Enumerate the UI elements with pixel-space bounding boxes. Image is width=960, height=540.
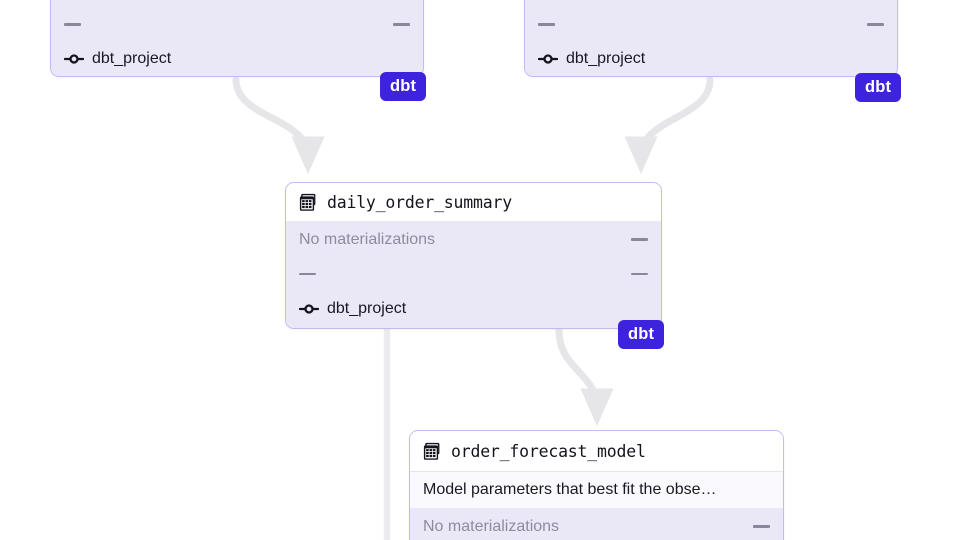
code-location-row[interactable]: dbt_project <box>525 41 897 76</box>
card-body: No materializations <box>286 221 661 328</box>
edge-upstream-left-to-summary <box>232 76 325 175</box>
card-body: dbt_project <box>51 0 423 76</box>
materialization-row <box>525 0 897 8</box>
checks-row <box>525 8 897 41</box>
code-location-label: dbt_project <box>92 49 172 67</box>
card-header: daily_order_summary <box>286 183 661 221</box>
empty-value-dash-icon <box>753 525 770 528</box>
materialization-label: No materializations <box>423 517 560 535</box>
empty-dash-icon <box>299 272 316 276</box>
asset-title: order_forecast_model <box>451 441 646 461</box>
code-location-label: dbt_project <box>566 49 646 67</box>
dbt-badge-upstream-right[interactable]: dbt <box>855 73 902 102</box>
dbt-badge-daily-order-summary[interactable]: dbt <box>618 320 665 349</box>
asset-node-icon <box>299 303 319 315</box>
materialization-row: No materializations <box>286 221 661 258</box>
code-location-row[interactable]: dbt_project <box>51 41 423 76</box>
empty-value-dash-icon <box>631 272 648 276</box>
asset-node-upstream-right[interactable]: dbt_project <box>524 0 898 77</box>
code-location-label: dbt_project <box>327 300 407 317</box>
materialization-row <box>51 0 423 8</box>
table-icon <box>299 193 318 212</box>
materialization-label: No materializations <box>299 230 436 248</box>
materialization-row: No materializations <box>410 508 783 540</box>
empty-value-dash-icon <box>631 238 648 241</box>
edge-upstream-right-to-summary <box>624 76 714 175</box>
card-body: dbt_project <box>525 0 897 76</box>
asset-node-upstream-left[interactable]: dbt_project <box>50 0 424 77</box>
asset-node-icon <box>538 53 558 65</box>
empty-value-dash-icon <box>867 23 884 26</box>
asset-description: Model parameters that best fit the obse… <box>410 471 783 508</box>
empty-value-dash-icon <box>393 23 410 26</box>
table-icon <box>423 442 442 461</box>
empty-dash-icon <box>538 23 555 26</box>
checks-label <box>538 23 555 26</box>
dbt-badge-upstream-left[interactable]: dbt <box>380 72 427 101</box>
empty-dash-icon <box>64 23 81 26</box>
asset-node-icon <box>64 53 84 65</box>
asset-node-order-forecast-model[interactable]: order_forecast_model Model parameters th… <box>409 430 784 540</box>
checks-row <box>51 8 423 41</box>
card-body: No materializations <box>410 508 783 540</box>
code-location-row[interactable]: dbt_project <box>286 290 661 328</box>
edge-summary-to-forecast-model <box>555 326 614 427</box>
checks-row <box>286 258 661 290</box>
checks-label <box>64 23 81 26</box>
checks-label <box>299 272 316 276</box>
asset-node-daily-order-summary[interactable]: daily_order_summary No materializations <box>285 182 662 329</box>
card-header: order_forecast_model <box>410 431 783 471</box>
asset-title: daily_order_summary <box>327 192 512 212</box>
